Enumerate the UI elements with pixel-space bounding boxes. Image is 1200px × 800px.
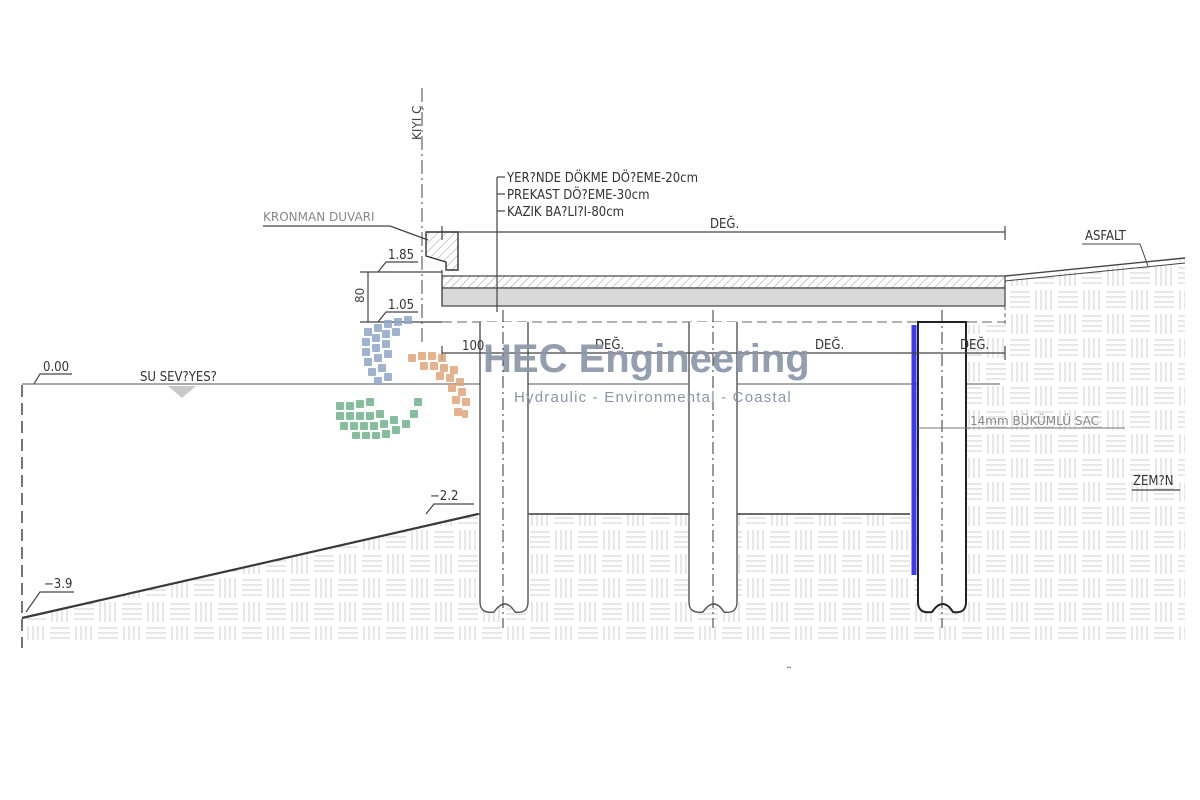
level-m39-label: −3.9 <box>44 577 72 592</box>
span-1-label: DEĞ. <box>595 337 624 353</box>
span-dimension <box>441 346 1006 360</box>
logo-title: HEC Engineering <box>483 337 810 381</box>
pile-1 <box>479 310 529 628</box>
pile-2 <box>688 310 738 628</box>
level-markers <box>25 225 1180 613</box>
water-level-label: SU SEV?YES? <box>140 370 217 385</box>
layer-1-label: YER?NDE DÖKME DÖ?EME-20cm <box>506 169 698 186</box>
span-2-label: DEĞ. <box>815 337 844 353</box>
logo-mark-icon <box>336 316 470 439</box>
layer-leader <box>496 176 505 312</box>
deck-width-dimension <box>441 226 1006 240</box>
level-105-label: 1.05 <box>388 298 414 313</box>
dim-100-label: 100 <box>462 339 484 354</box>
asphalt-surface <box>1004 243 1186 282</box>
level-m22-label: −2.2 <box>430 489 458 504</box>
zemin-label: ZEM?N <box>1133 474 1173 489</box>
deck-slab <box>441 270 1006 325</box>
asphalt-label: ASFALT <box>1085 229 1127 244</box>
level-185-label: 1.85 <box>388 248 414 263</box>
dim-80-label: 80 <box>353 288 367 303</box>
footer-mark: ¨ <box>786 665 792 679</box>
soil-hatch <box>15 258 1190 650</box>
sheet-pile-label: 14mm BÜKÜMLÜ SAC <box>970 412 1099 428</box>
deck-width-label: DEĞ. <box>710 216 739 232</box>
layer-3-label: KAZIK BA?LI?I-80cm <box>507 205 624 220</box>
kronman-wall-label: KRONMAN DUVARI <box>263 210 375 224</box>
span-3-label: DEĞ. <box>960 337 989 353</box>
shore-line-label: KIYI Ç <box>410 106 424 140</box>
company-logo: HEC Engineering Hydraulic - Environmenta… <box>336 316 810 439</box>
logo-subtitle: Hydraulic - Environmental - Coastal <box>514 389 792 406</box>
level-000-label: 0.00 <box>43 360 69 375</box>
layer-2-label: PREKAST DÖ?EME-30cm <box>507 186 650 203</box>
pile-3 <box>917 310 967 628</box>
